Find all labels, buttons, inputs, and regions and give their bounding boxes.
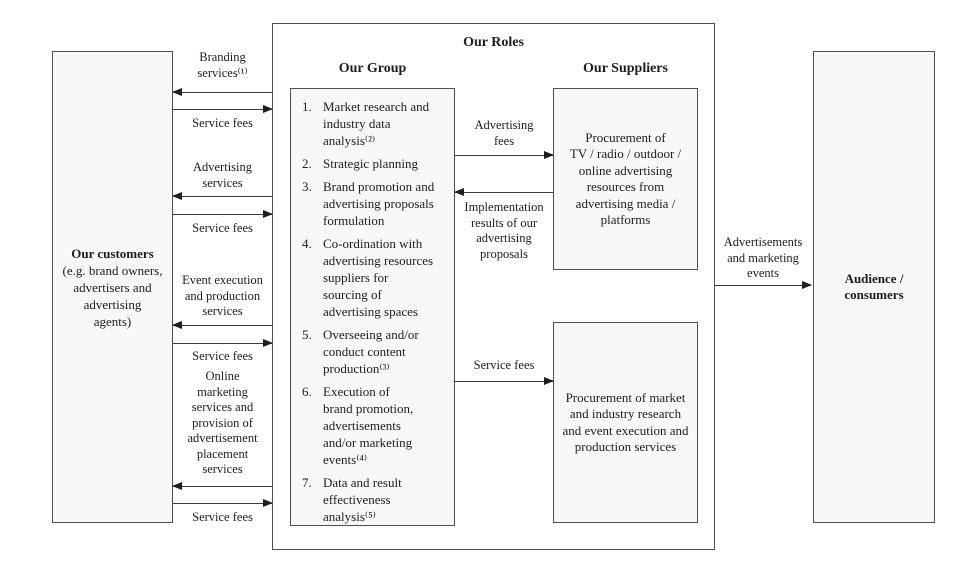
- supplier-research-box: Procurement of market and industry resea…: [553, 322, 698, 523]
- item-number: 4.: [302, 236, 312, 251]
- label-advertisements-events: Advertisements and marketing events: [723, 235, 803, 280]
- arrowhead-left-icon: [172, 192, 182, 200]
- item-number: 1.: [302, 99, 312, 114]
- arrow-service-fees-1: [173, 105, 273, 113]
- customers-box: Our customers (e.g. brand owners, advert…: [52, 51, 173, 523]
- arrowhead-right-icon: [263, 105, 273, 113]
- item-number: 7.: [302, 475, 312, 490]
- arrowhead-left-icon: [172, 321, 182, 329]
- our-group-heading: Our Group: [338, 61, 407, 76]
- group-services-list: 1. Market research and industry data anal…: [291, 89, 454, 525]
- arrow-event-services: [172, 321, 272, 329]
- arrowhead-right-icon: [544, 377, 554, 385]
- arrow-advertisements-events: [715, 281, 812, 289]
- item-text: Data and result effectiveness analysis⁽⁵…: [323, 475, 402, 524]
- item-text: Brand promotion and advertising proposal…: [323, 179, 435, 228]
- group-item-4: 4. Co-ordination with advertising resourc…: [302, 235, 450, 320]
- arrow-implementation-results: [454, 188, 553, 196]
- arrowhead-left-icon: [454, 188, 464, 196]
- audience-text: Audience / consumers: [844, 270, 904, 303]
- arrow-service-fees-2: [173, 210, 273, 218]
- audience-box: Audience / consumers: [813, 51, 935, 523]
- arrow-advertising-fees: [455, 151, 554, 159]
- customers-title: Our customers: [71, 245, 154, 261]
- item-text: Execution of brand promotion, advertisem…: [323, 384, 414, 467]
- arrowhead-right-icon: [263, 210, 273, 218]
- our-roles-title: Our Roles: [463, 35, 524, 50]
- group-box: 1. Market research and industry data anal…: [290, 88, 455, 526]
- our-suppliers-heading: Our Suppliers: [583, 61, 668, 76]
- arrowhead-left-icon: [172, 482, 182, 490]
- supplier-media-box: Procurement of TV / radio / outdoor / on…: [553, 88, 698, 270]
- customers-subtitle: (e.g. brand owners, advertisers and adve…: [62, 262, 163, 329]
- arrow-service-fees-4: [173, 499, 273, 507]
- group-item-7: 7. Data and result effectiveness analysis…: [302, 474, 450, 525]
- label-service-fees-2: Service fees: [192, 221, 253, 235]
- label-service-fees-suppliers: Service fees: [473, 358, 535, 372]
- arrowhead-right-icon: [544, 151, 554, 159]
- item-text: Overseeing and/or conduct content produc…: [323, 327, 419, 376]
- label-service-fees-4: Service fees: [192, 510, 253, 524]
- label-event-services: Event execution and production services: [182, 273, 263, 318]
- arrowhead-right-icon: [802, 281, 812, 289]
- group-item-6: 6. Execution of brand promotion, advertis…: [302, 383, 450, 468]
- supplier-media-text: Procurement of TV / radio / outdoor / on…: [569, 129, 682, 228]
- label-advertising-fees: Advertising fees: [474, 118, 534, 148]
- arrow-branding-services: [172, 88, 272, 96]
- group-item-3: 3. Brand promotion and advertising propos…: [302, 178, 450, 229]
- arrowhead-left-icon: [172, 88, 182, 96]
- label-online-marketing-services: Online marketing services and provision …: [187, 369, 258, 476]
- arrow-service-fees-suppliers: [455, 377, 554, 385]
- item-text: Co-ordination with advertising resources…: [323, 236, 434, 319]
- supplier-research-text: Procurement of market and industry resea…: [562, 389, 689, 455]
- arrow-online-marketing-services: [172, 482, 272, 490]
- arrow-service-fees-3: [173, 339, 273, 347]
- arrowhead-right-icon: [263, 499, 273, 507]
- label-service-fees-1: Service fees: [192, 116, 253, 130]
- item-number: 6.: [302, 384, 312, 399]
- item-number: 3.: [302, 179, 312, 194]
- item-number: 5.: [302, 327, 312, 342]
- label-service-fees-3: Service fees: [192, 349, 253, 363]
- item-text: Strategic planning: [323, 156, 418, 171]
- arrow-advertising-services: [172, 192, 272, 200]
- item-number: 2.: [302, 156, 312, 171]
- label-implementation-results: Implementation results of our advertisin…: [464, 200, 544, 261]
- label-branding-services: Branding services⁽¹⁾: [197, 50, 248, 80]
- group-item-5: 5. Overseeing and/or conduct content prod…: [302, 326, 450, 377]
- item-text: Market research and industry data analys…: [323, 99, 430, 148]
- group-item-1: 1. Market research and industry data anal…: [302, 98, 450, 149]
- group-item-2: 2. Strategic planning: [302, 155, 450, 172]
- our-roles-box: [272, 23, 715, 550]
- label-advertising-services: Advertising services: [192, 160, 253, 190]
- customers-text: Our customers (e.g. brand owners, advert…: [53, 52, 172, 522]
- arrowhead-right-icon: [263, 339, 273, 347]
